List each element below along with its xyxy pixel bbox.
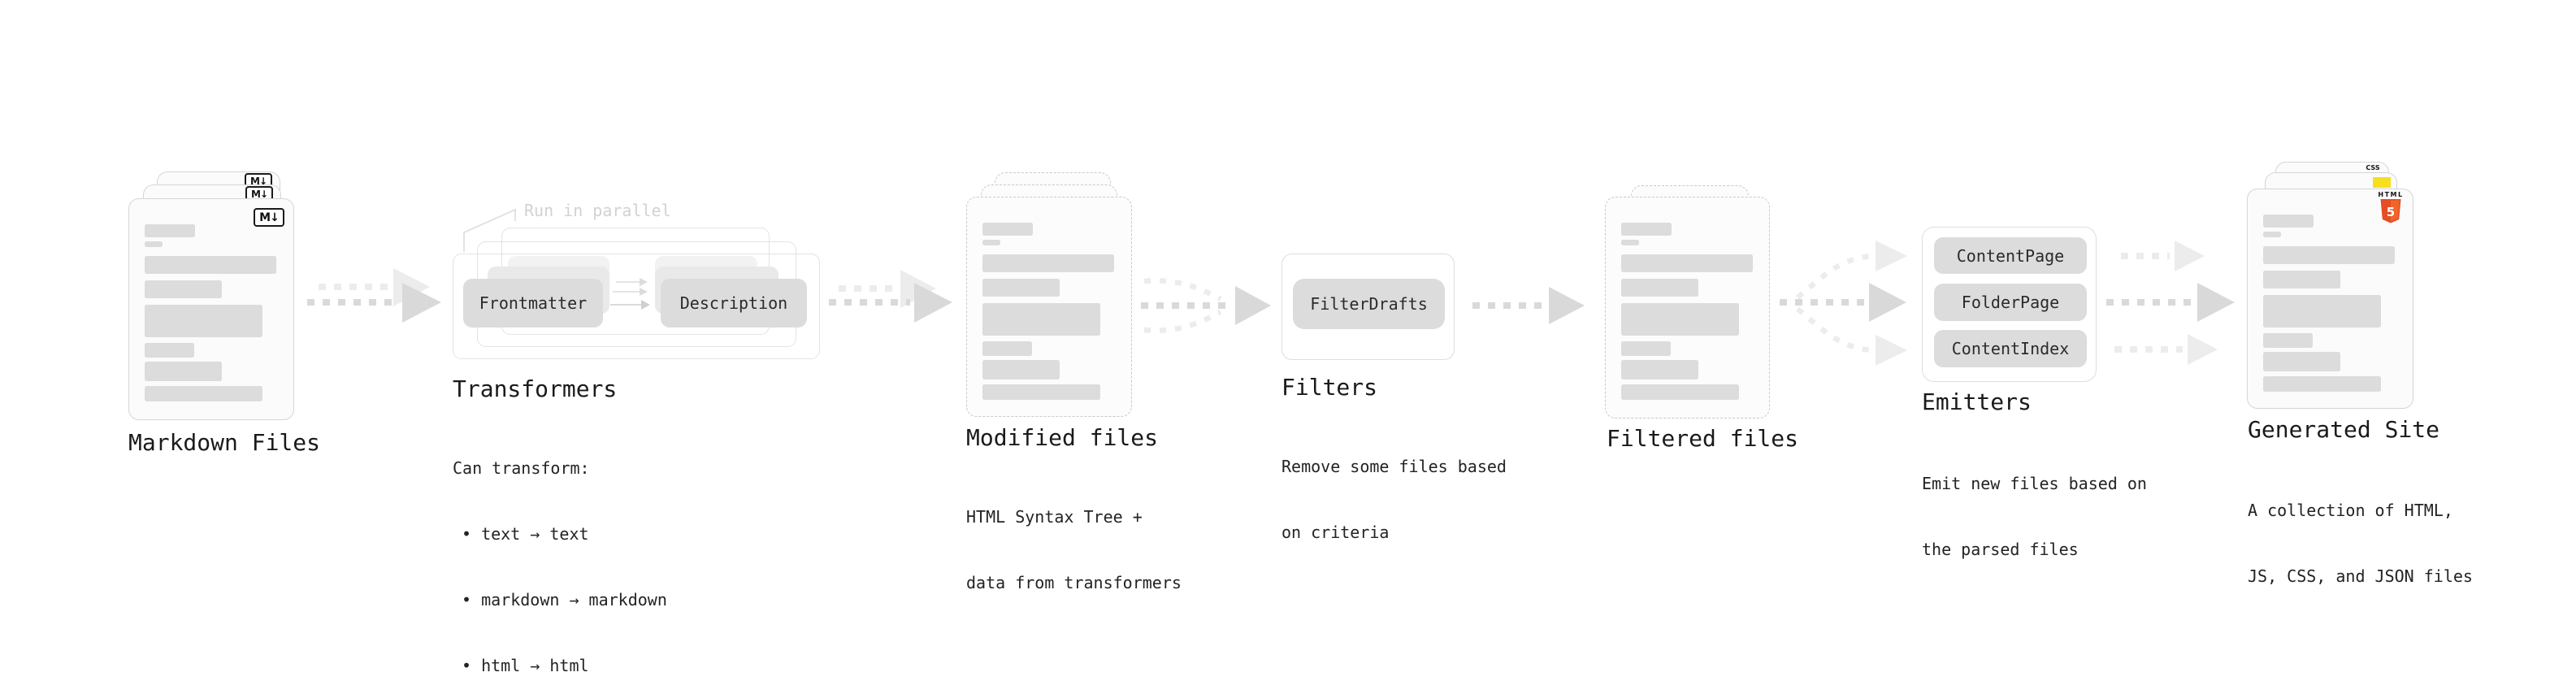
arrow-filtered-to-emitters	[1780, 241, 1907, 366]
stage-description: Emit new files based on the parsed files	[1922, 429, 2147, 605]
stage-description: Can transform: • text → text • markdown …	[453, 414, 667, 681]
doc-line-bar	[982, 279, 1060, 297]
doc-line-bar	[982, 303, 1100, 336]
doc-line-bar	[982, 254, 1114, 272]
file-card-front	[966, 197, 1132, 417]
doc-line-bar	[2263, 295, 2381, 327]
stage-title: Filters	[1281, 374, 1378, 401]
doc-line-bar	[145, 280, 222, 298]
arrow-markdown-to-transformers	[307, 268, 441, 323]
transformer-inner-arrows	[610, 278, 650, 310]
doc-line-bar	[145, 241, 163, 247]
file-card-front	[1605, 197, 1770, 419]
arrow-transformers-to-modified	[829, 270, 952, 323]
doc-line-bar	[145, 305, 262, 337]
arrow-modified-to-filters	[1141, 278, 1271, 333]
doc-line-bar	[145, 224, 195, 237]
doc-line-bar	[1621, 384, 1739, 400]
stage-title: Transformers	[453, 375, 618, 402]
filter-button-filterdrafts: FilterDrafts	[1293, 279, 1445, 329]
doc-content-placeholder	[145, 199, 276, 401]
emitter-button-contentindex: ContentIndex	[1934, 330, 2087, 367]
js-icon	[2373, 177, 2391, 188]
stage-title: Generated Site	[2248, 416, 2440, 443]
doc-line-bar	[1621, 341, 1671, 356]
description-line: Can transform:	[453, 458, 590, 478]
doc-line-bar	[2263, 271, 2340, 288]
doc-line-bar	[1621, 303, 1739, 336]
description-line: • markdown → markdown	[462, 590, 667, 609]
file-card-front: M↓	[128, 198, 294, 420]
arrow-filters-to-filtered	[1472, 287, 1585, 324]
description-line: JS, CSS, and JSON files	[2248, 566, 2473, 586]
doc-line-bar	[2263, 352, 2340, 371]
doc-line-bar	[145, 343, 194, 358]
run-in-parallel-leader-line	[463, 208, 516, 252]
file-card-front: HTML 5	[2247, 189, 2413, 409]
stage-title: Modified files	[966, 424, 1159, 451]
emitter-button-contentpage: ContentPage	[1934, 237, 2087, 274]
stage-title: Filtered files	[1607, 425, 1799, 452]
doc-line-bar	[145, 362, 222, 381]
description-line: A collection of HTML,	[2248, 501, 2453, 520]
html5-shield: 5	[2380, 199, 2401, 223]
transformer-button-description: Description	[661, 279, 807, 327]
stage-title: Emitters	[1922, 388, 2032, 415]
html5-icon: HTML 5	[2377, 191, 2405, 223]
doc-line-bar	[2263, 246, 2395, 264]
stage-description: Remove some files based on criteria	[1281, 412, 1507, 588]
stage-description: HTML Syntax Tree + data from transformer…	[966, 462, 1182, 638]
doc-line-bar	[1621, 223, 1672, 236]
doc-line-bar	[982, 223, 1033, 236]
description-line: • html → html	[462, 656, 589, 675]
doc-line-bar	[982, 360, 1060, 380]
doc-line-bar	[1621, 279, 1698, 297]
doc-line-bar	[145, 386, 262, 401]
doc-line-bar	[982, 341, 1032, 356]
run-in-parallel-note: Run in parallel	[524, 201, 671, 220]
description-line: Emit new files based on	[1922, 474, 2147, 493]
doc-line-bar	[1621, 240, 1639, 245]
transformer-container-front	[453, 254, 820, 359]
description-line: • text → text	[462, 524, 589, 544]
doc-line-bar	[2263, 232, 2281, 237]
doc-line-bar	[2263, 376, 2381, 392]
doc-content-placeholder	[1621, 197, 1753, 400]
description-line: data from transformers	[966, 573, 1182, 592]
doc-line-bar	[145, 256, 276, 274]
doc-content-placeholder	[2263, 189, 2395, 392]
doc-line-bar	[2263, 215, 2314, 228]
doc-line-bar	[1621, 254, 1753, 272]
stage-description: A collection of HTML, JS, CSS, and JSON …	[2248, 456, 2473, 631]
html5-icon-label: HTML	[2378, 191, 2404, 198]
svg-text:5: 5	[2387, 205, 2395, 219]
doc-line-bar	[1621, 360, 1698, 380]
doc-line-bar	[982, 384, 1100, 400]
description-line: on criteria	[1281, 523, 1390, 542]
description-line: HTML Syntax Tree +	[966, 507, 1143, 527]
description-line: Remove some files based	[1281, 457, 1507, 476]
arrow-emitters-to-generated	[2106, 241, 2235, 365]
css-icon-label: CSS	[2366, 164, 2380, 171]
transformer-button-frontmatter: Frontmatter	[463, 279, 603, 327]
markdown-icon: M↓	[254, 208, 284, 227]
emitter-button-folderpage: FolderPage	[1934, 284, 2087, 321]
doc-line-bar	[982, 240, 1000, 245]
description-line: the parsed files	[1922, 540, 2079, 559]
doc-content-placeholder	[982, 197, 1114, 400]
stage-title: Markdown Files	[128, 429, 321, 456]
doc-line-bar	[2263, 333, 2313, 348]
